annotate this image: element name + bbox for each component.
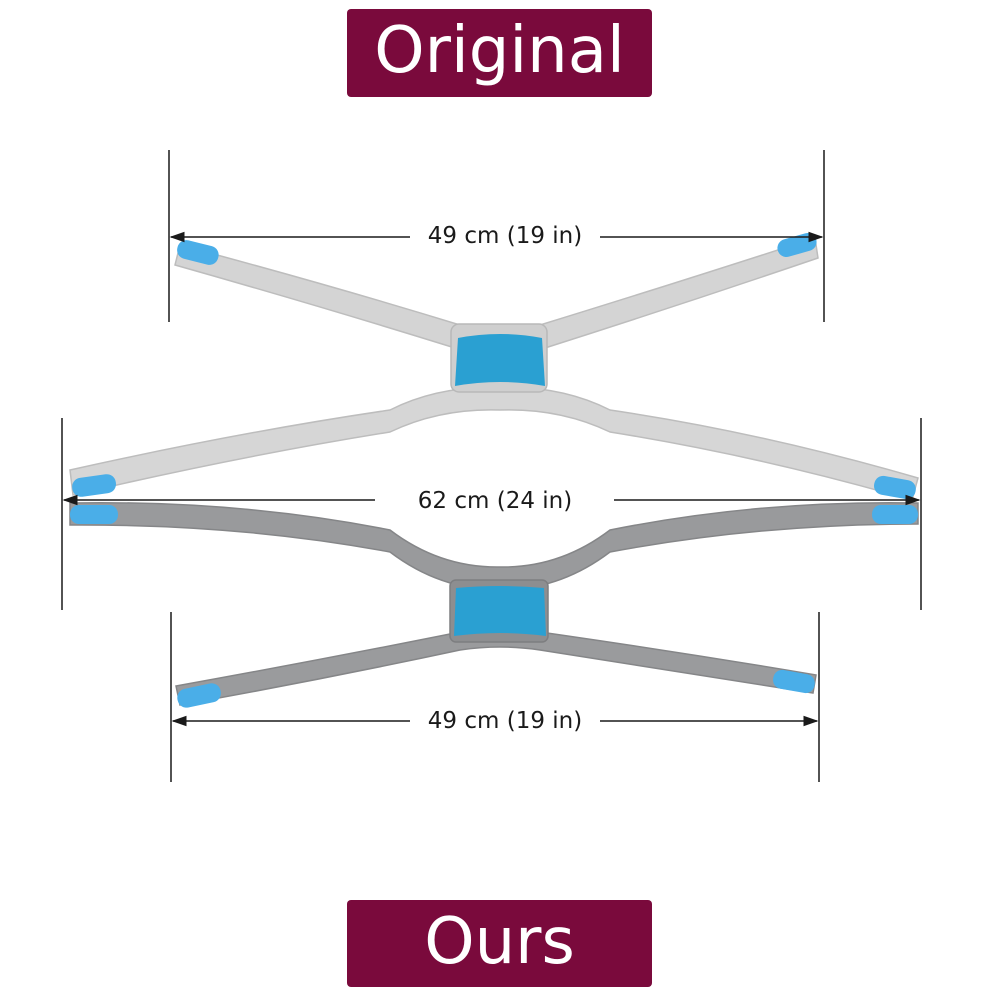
tab-icon bbox=[177, 683, 221, 708]
original-banner: Original bbox=[347, 9, 652, 97]
tab-icon bbox=[70, 505, 118, 524]
original-headgear bbox=[69, 232, 919, 501]
full-width-label: 62 cm (24 in) bbox=[411, 488, 579, 514]
ours-upper-strap bbox=[69, 501, 919, 591]
ours-banner-label: Ours bbox=[424, 904, 575, 979]
measurement-lines bbox=[61, 150, 922, 782]
original-blue-foam-pad bbox=[455, 334, 545, 386]
tab-icon bbox=[874, 475, 916, 500]
tab-icon bbox=[177, 240, 219, 265]
tab-icon bbox=[872, 505, 918, 524]
ours-lower-strap bbox=[175, 627, 817, 706]
original-width-label: 49 cm (19 in) bbox=[421, 223, 589, 249]
tab-icon bbox=[773, 669, 815, 694]
ours-headgear bbox=[69, 501, 919, 708]
ours-blue-foam-pad bbox=[454, 586, 546, 636]
ours-width-label: 49 cm (19 in) bbox=[421, 708, 589, 734]
original-banner-label: Original bbox=[374, 14, 625, 88]
tab-icon bbox=[72, 474, 117, 497]
tab-icon bbox=[777, 232, 817, 258]
original-lower-strap bbox=[69, 386, 919, 501]
ours-banner: Ours bbox=[347, 900, 652, 987]
